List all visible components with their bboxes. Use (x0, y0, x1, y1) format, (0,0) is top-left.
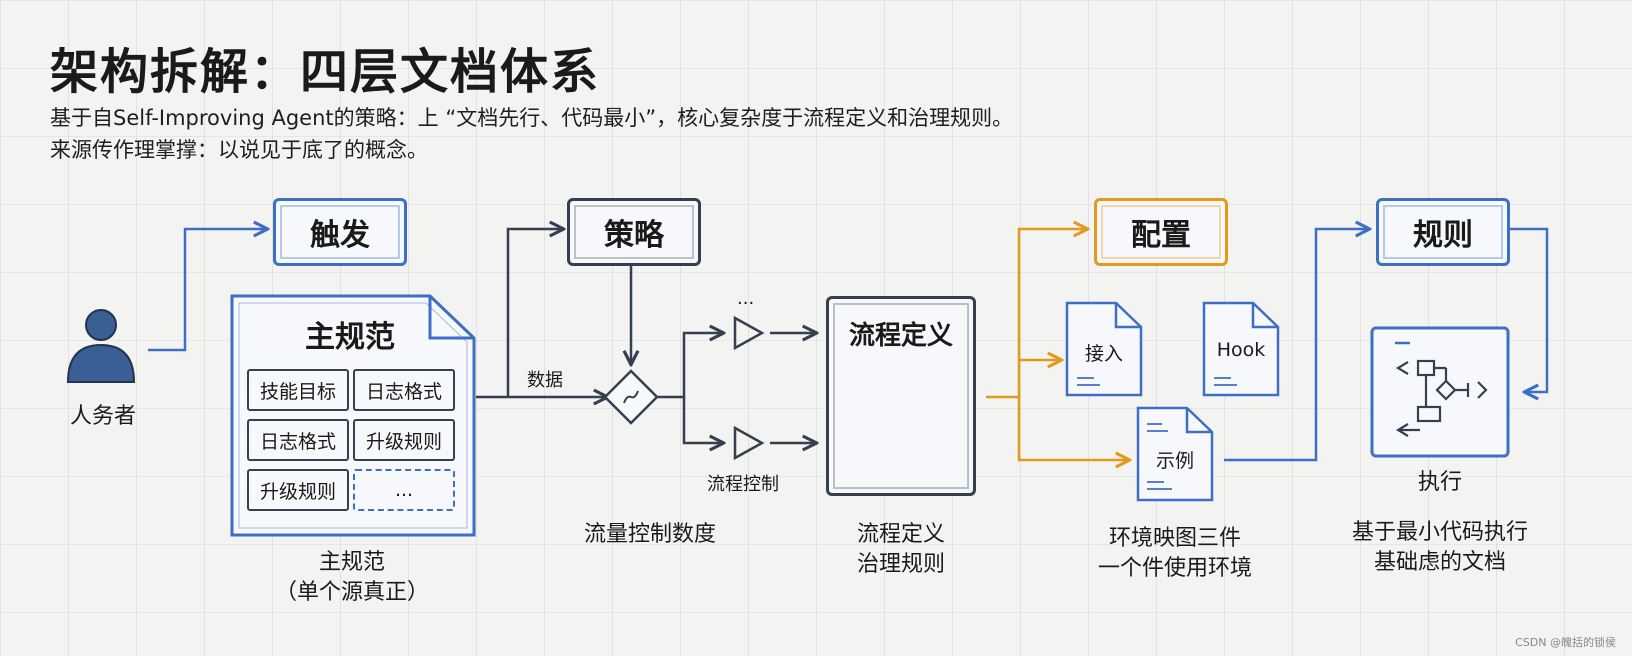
data-label: 数据 (527, 370, 563, 391)
subtitle-line-1: 基于自Self-Improving Agent的策略：上 “文档先行、代码最小”… (50, 106, 1014, 130)
document-icon-example (1136, 406, 1214, 502)
play-icon-lower (733, 425, 765, 461)
strategy-caption: 流量控制数度 (583, 522, 716, 547)
main-spec-caption-2: （单个源真正） (274, 580, 429, 605)
arrow-example-to-rules (1224, 229, 1368, 462)
document-icon-hook (1202, 301, 1280, 397)
rules-box: 规则 (1376, 198, 1510, 266)
trigger-box: 触发 (273, 198, 407, 266)
arrow-spec-to-strategy (506, 229, 562, 397)
flow-control-label: 流程控制 (707, 474, 779, 495)
main-spec-caption-1: 主规范 (318, 550, 385, 575)
arrow-to-example-doc (1017, 397, 1128, 460)
rules-caption-1: 基于最小代码执行 (1351, 520, 1528, 545)
config-caption-2: 一个件使用环境 (1097, 556, 1252, 581)
spec-item-log-format-2: 日志格式 (247, 419, 349, 461)
arrow-process-to-config (1017, 229, 1086, 397)
spec-item-upgrade-rules: 升级规则 (353, 419, 455, 461)
actor-label: 人务者 (69, 404, 136, 429)
watermark: CSDN @魄括的锁侯 (1515, 636, 1616, 649)
arrow-branch-lower (682, 397, 722, 443)
access-doc-label: 接入 (1084, 343, 1123, 365)
main-spec-title: 主规范 (305, 320, 395, 355)
user-icon (66, 309, 136, 383)
decision-diamond-icon (603, 369, 659, 425)
code-execution-icon (1370, 326, 1510, 458)
arrow-branch-upper (657, 333, 722, 399)
play-icon-upper (733, 315, 765, 351)
example-doc-label: 示例 (1155, 450, 1194, 472)
subtitle-line-2: 来源传作理掌撑：以说见于底了的概念。 (50, 138, 428, 162)
arrow-actor-to-trigger (148, 229, 266, 352)
execution-label: 执行 (1417, 470, 1462, 495)
process-definition-box: 流程定义 (826, 296, 976, 496)
spec-item-skill-goal: 技能目标 (247, 369, 349, 411)
process-caption-1: 流程定义 (856, 522, 945, 547)
document-icon-access (1065, 301, 1143, 397)
hook-doc-label: Hook (1216, 339, 1266, 361)
config-box: 配置 (1094, 198, 1228, 266)
arrow-rules-to-execution (1506, 227, 1549, 392)
spec-item-more: ... (353, 469, 455, 511)
process-caption-2: 治理规则 (856, 552, 945, 577)
page-title: 架构拆解：四层文档体系 (50, 44, 601, 100)
rules-caption-2: 基础虑的文档 (1373, 550, 1506, 575)
spec-item-log-format: 日志格式 (353, 369, 455, 411)
ellipsis-label: ... (737, 288, 755, 309)
config-caption-1: 环境映图三件 (1108, 526, 1241, 551)
strategy-box: 策略 (567, 198, 701, 266)
spec-item-upgrade-rules-2: 升级规则 (247, 469, 349, 511)
